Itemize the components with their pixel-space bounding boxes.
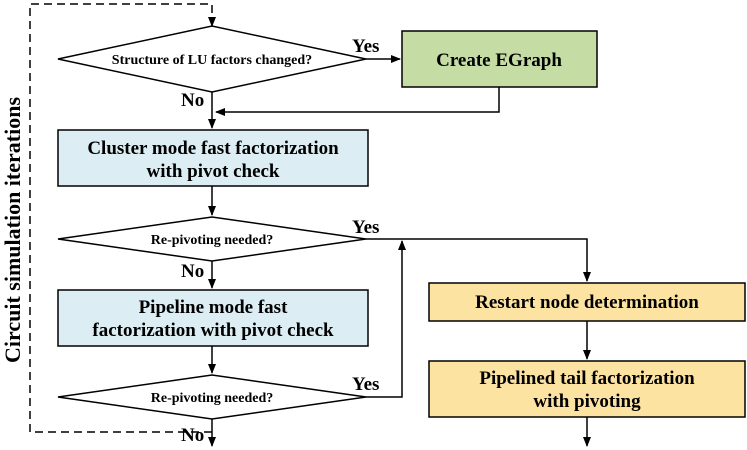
pipelined-tail-label-line2: with pivoting (533, 391, 641, 412)
decision-repivot1-label: Re-pivoting needed? (151, 233, 274, 248)
edge-yes-restart (366, 238, 591, 282)
no-label-2: No (181, 261, 204, 282)
side-label: Circuit simulation iterations (0, 97, 25, 363)
no-label-3: No (181, 425, 204, 446)
pipelined-tail-box (428, 360, 746, 418)
cluster-mode-box (57, 129, 369, 187)
yes-label-3: Yes (352, 374, 379, 395)
decision-repivot2-label: Re-pivoting needed? (151, 391, 274, 406)
no-label-1: No (181, 90, 204, 111)
decision-structure-label: Structure of LU factors changed? (112, 53, 312, 68)
create-egraph-box (401, 30, 598, 88)
pipeline-mode-label-line1: Pipeline mode fast (139, 297, 288, 318)
restart-node-label: Restart node determination (475, 292, 699, 313)
yes-label-2: Yes (352, 217, 379, 238)
pipelined-tail-label-line1: Pipelined tail factorization (479, 368, 695, 389)
iteration-loop-dashed (29, 3, 216, 433)
create-egraph-label: Create EGraph (436, 50, 562, 71)
pipeline-mode-label-line2: factorization with pivot check (92, 320, 334, 341)
cluster-mode-label-line2: with pivot check (147, 161, 280, 182)
edge-yes-join (366, 240, 406, 398)
yes-label-1: Yes (352, 36, 379, 57)
cluster-mode-label-line1: Cluster mode fast factorization (87, 138, 339, 159)
edge-create-return (215, 87, 500, 116)
pipeline-mode-box (57, 289, 369, 347)
restart-node-box (428, 282, 746, 322)
